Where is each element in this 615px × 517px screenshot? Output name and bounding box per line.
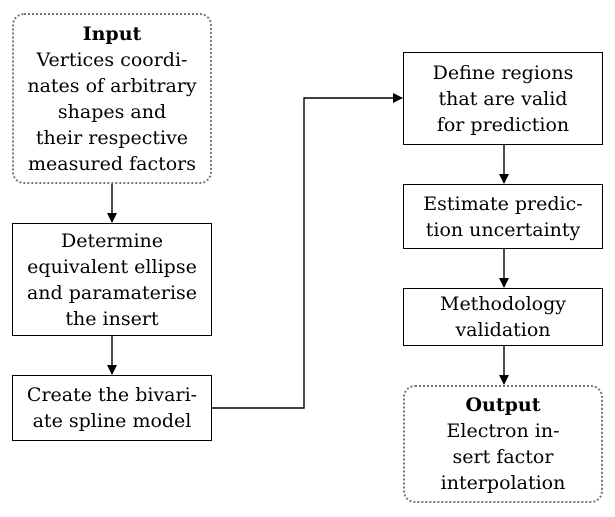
regions-text-line: for prediction <box>436 113 570 136</box>
output-text-line: sert factor <box>452 446 554 468</box>
uncertainty-text-line: tion uncertainty <box>425 218 581 241</box>
ellipse-text-line: Determine <box>60 229 163 252</box>
uncertainty-text-line: Estimate predic- <box>423 192 583 215</box>
arrow-spline-to-regions <box>212 93 403 409</box>
input-text-line: Vertices coordi- <box>36 48 188 71</box>
input-text-line: their respective <box>35 126 189 149</box>
ellipse-text-line: equivalent ellipse <box>27 255 197 278</box>
input-node: Input Vertices coordi- nates of arbitrar… <box>12 13 212 184</box>
spline-text-line: Create the bivari- <box>26 384 198 406</box>
uncertainty-node: Estimate predic- tion uncertainty <box>403 184 603 249</box>
ellipse-node: Determine equivalent ellipse and paramat… <box>12 223 212 336</box>
output-text-line: Electron in- <box>446 420 560 442</box>
output-node: Output Electron in- sert factor interpol… <box>403 385 603 503</box>
spline-node: Create the bivari- ate spline model <box>12 375 212 441</box>
input-text-line: measured factors <box>27 152 196 175</box>
regions-node: Define regions that are valid for predic… <box>403 52 603 145</box>
validation-text-line: validation <box>455 319 551 341</box>
ellipse-text-line: and paramaterise <box>26 281 198 304</box>
input-text-line: nates of arbitrary <box>27 74 197 97</box>
output-title: Output <box>465 394 541 416</box>
validation-node: Methodology validation <box>403 288 603 346</box>
regions-text-line: that are valid <box>438 87 568 110</box>
output-text-line: interpolation <box>440 472 566 494</box>
input-text-line: shapes and <box>57 100 167 123</box>
input-title: Input <box>82 22 142 45</box>
ellipse-text-line: the insert <box>65 307 159 330</box>
validation-text-line: Methodology <box>439 293 567 315</box>
spline-text-line: ate spline model <box>32 410 192 432</box>
regions-text-line: Define regions <box>432 61 574 84</box>
